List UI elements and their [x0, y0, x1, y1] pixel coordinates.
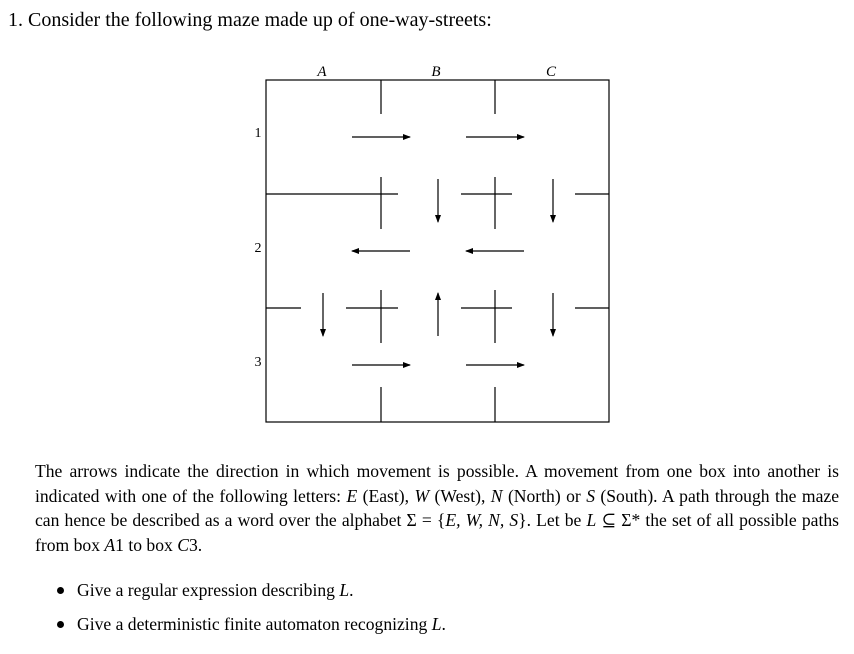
question-heading: 1. Consider the following maze made up o… [8, 9, 492, 31]
row-label-2: 2 [255, 241, 262, 256]
list-item: Give a regular expression describing L. [55, 578, 446, 612]
bullet-icon [57, 587, 64, 594]
maze-walls [265, 79, 610, 423]
row-label-3: 3 [255, 355, 262, 370]
problem-paragraph: The arrows indicate the direction in whi… [35, 461, 839, 555]
list-item: Give a deterministic finite automaton re… [55, 612, 446, 646]
column-label-b: B [431, 64, 440, 80]
column-label-a: A [316, 64, 327, 80]
row-label-1: 1 [255, 126, 262, 141]
maze-diagram: A B C 1 2 3 [255, 64, 610, 423]
column-label-c: C [546, 64, 557, 80]
task-list: Give a regular expression describing L. … [55, 578, 446, 646]
maze-border [265, 79, 610, 423]
one-way-arrows [320, 134, 556, 368]
bullet-icon [57, 621, 64, 628]
